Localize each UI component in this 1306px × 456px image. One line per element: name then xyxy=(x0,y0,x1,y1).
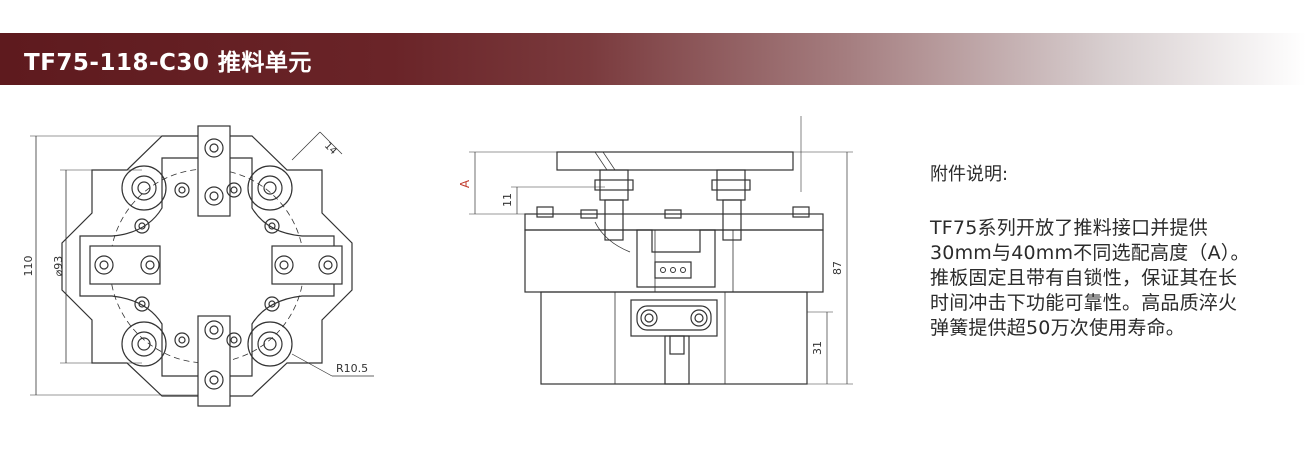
bolt-head-icon xyxy=(640,309,708,327)
page-title: TF75-118-C30 推料单元 xyxy=(24,50,312,76)
dim-overall-height: 110 xyxy=(22,256,35,277)
dim-corner: 14 xyxy=(322,140,339,157)
dim-11: 11 xyxy=(501,193,514,207)
bolt-head-icon xyxy=(94,138,338,390)
connector-icon xyxy=(654,261,692,279)
dim-87: 87 xyxy=(831,261,844,275)
notes-section: 附件说明: TF75系列开放了推料接口并提供30mm与40mm不同选配高度（A）… xyxy=(930,160,1260,341)
notes-heading: 附件说明: xyxy=(930,164,1009,185)
side-view-drawing: A 11 87 31 xyxy=(458,116,853,385)
dim-circle-diameter: ⌀93 xyxy=(52,256,65,277)
dim-radius: R10.5 xyxy=(336,362,368,375)
dim-a: A xyxy=(458,179,472,188)
notes-body: TF75系列开放了推料接口并提供30mm与40mm不同选配高度（A）。推板固定且… xyxy=(930,217,1250,339)
dim-31: 31 xyxy=(811,341,824,355)
title-bar: TF75-118-C30 推料单元 xyxy=(0,33,1306,85)
top-view-drawing: 110 ⌀93 14 R10.5 xyxy=(22,125,374,407)
